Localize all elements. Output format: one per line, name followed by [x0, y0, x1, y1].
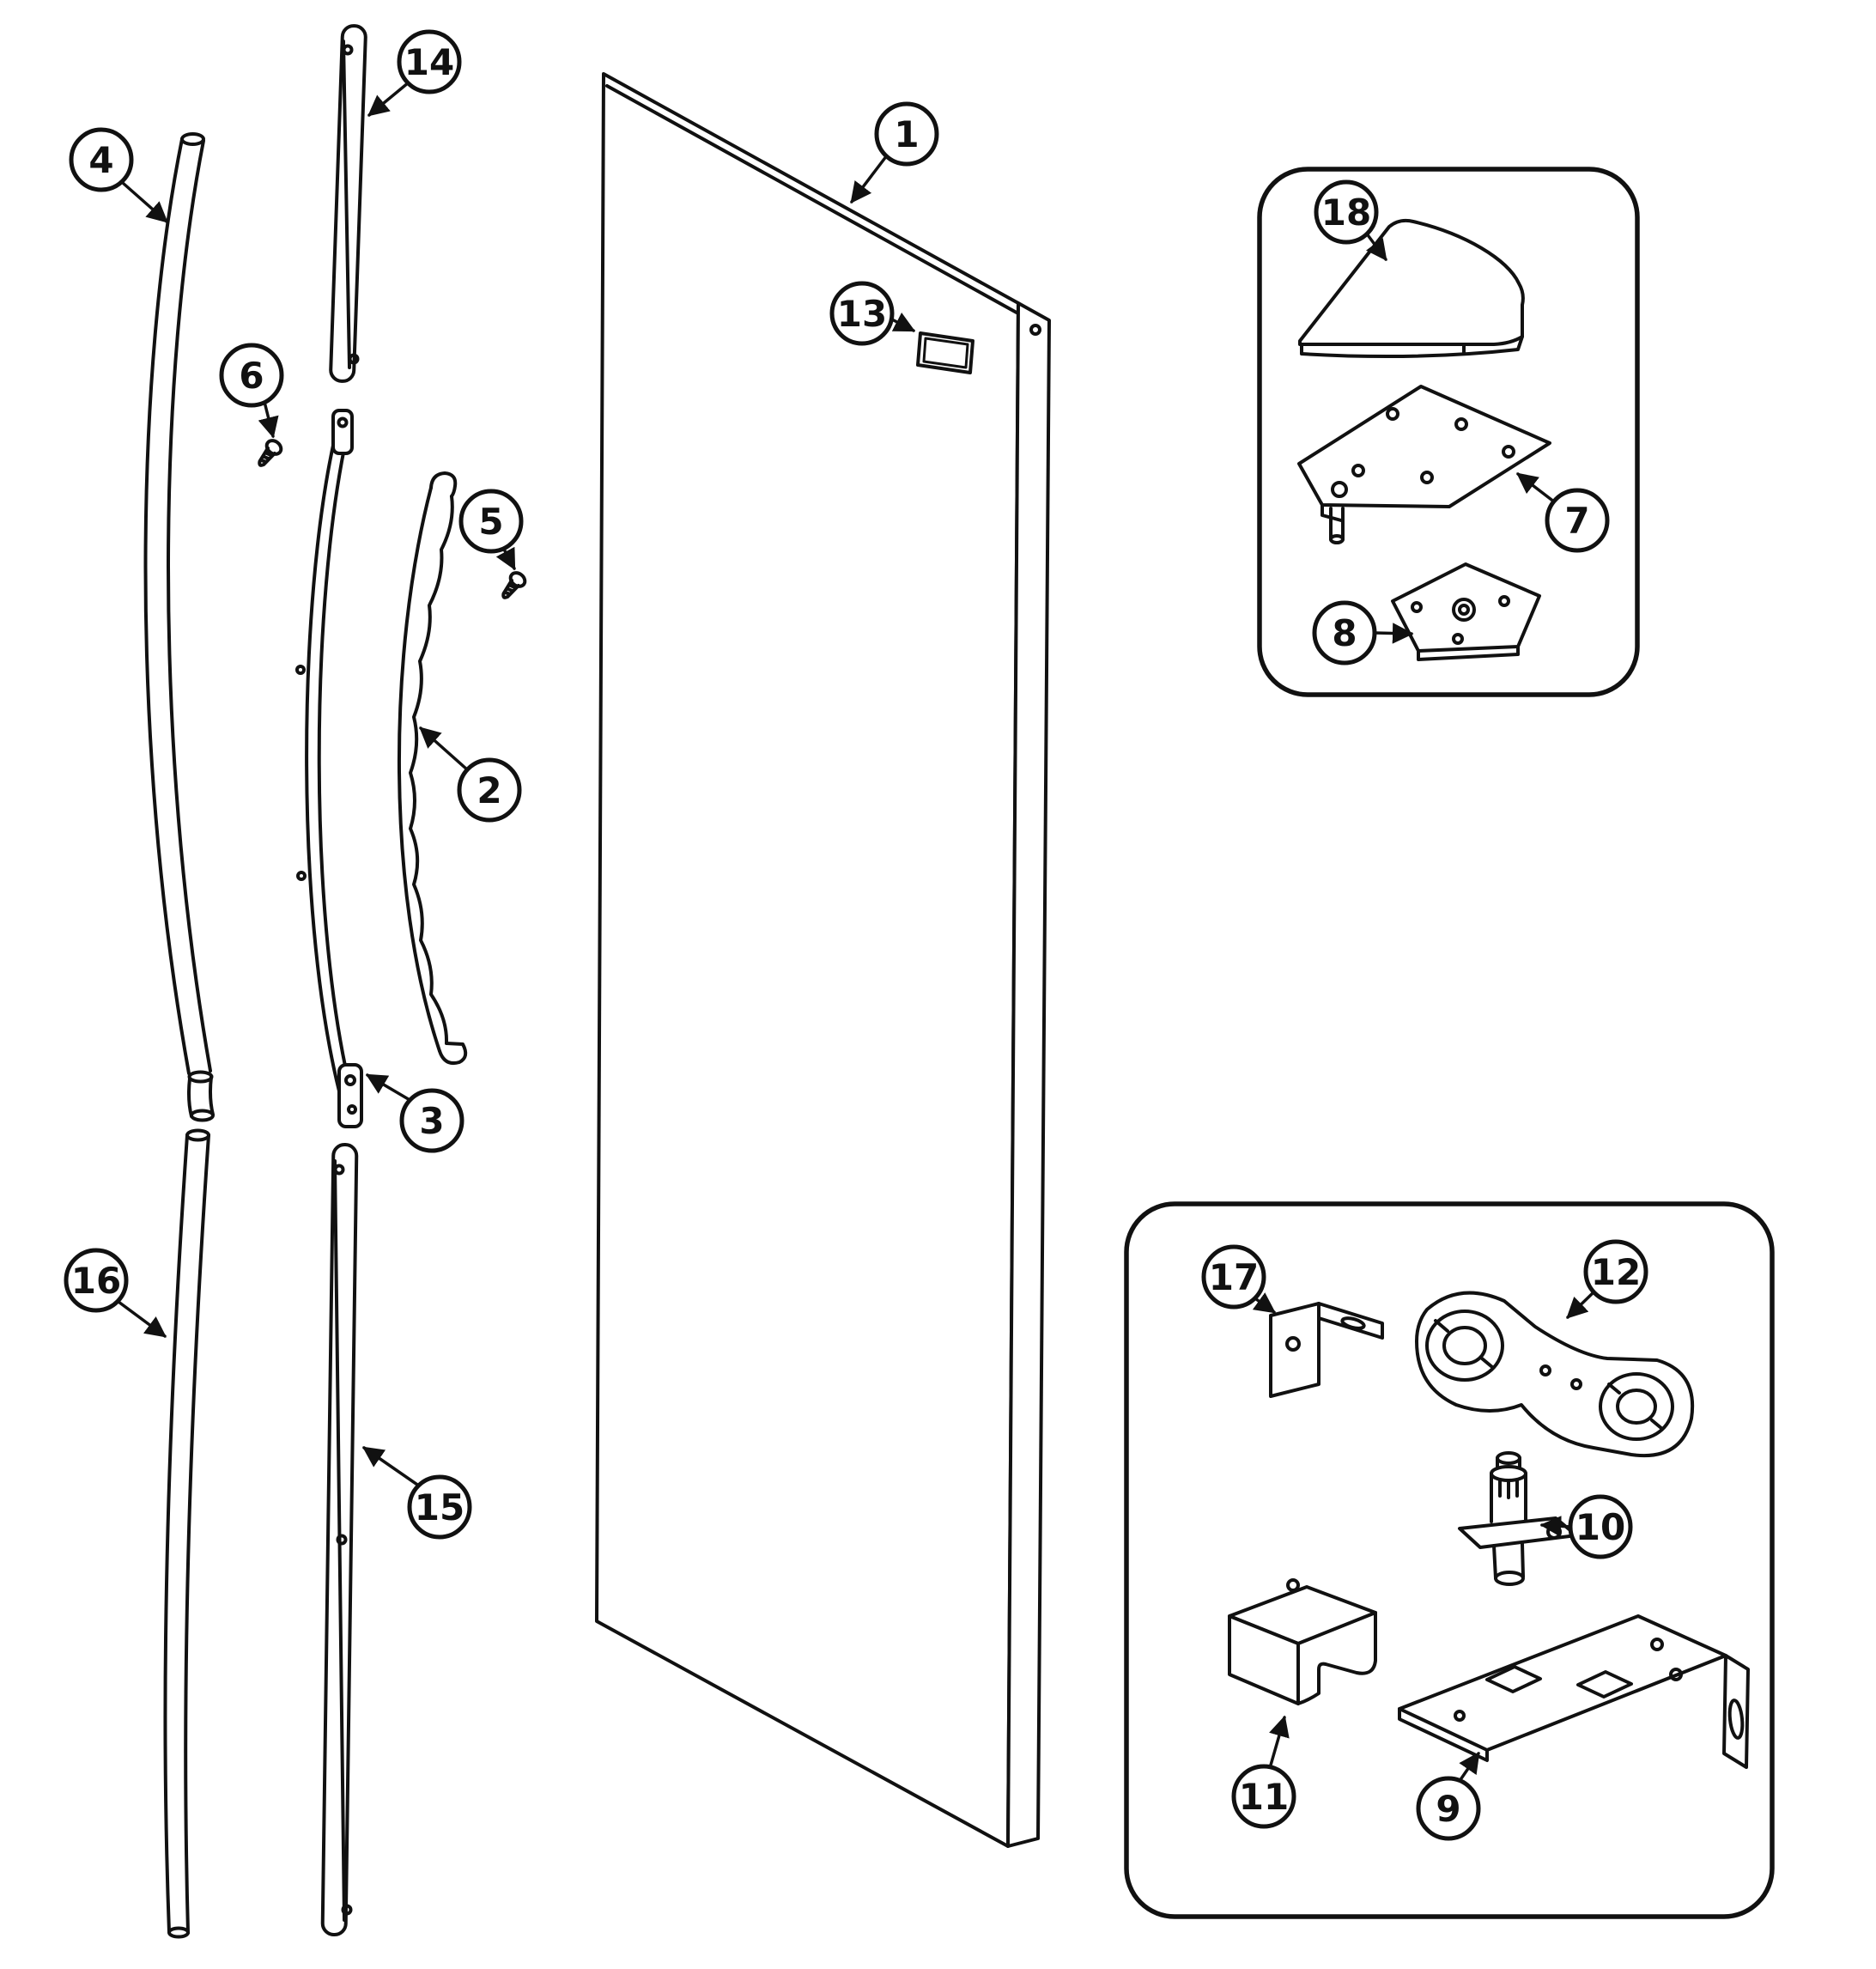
callout-15-circle [407, 1474, 472, 1540]
callout-12: 12 [1566, 1239, 1648, 1319]
part-4-upper-handle [143, 132, 215, 1122]
part-5-screw [495, 568, 530, 605]
callout-1-circle [874, 101, 939, 167]
callout-14-circle [397, 29, 462, 94]
callout-2-circle [457, 757, 522, 823]
part-6-screw [252, 435, 286, 472]
callout-3-number: 3 [419, 1100, 444, 1142]
part-13-model-label [916, 331, 974, 374]
callout-1-number: 1 [894, 113, 919, 155]
callout-7: 7 [1516, 472, 1610, 553]
callout-10-circle [1568, 1494, 1633, 1559]
callout-13-number: 13 [837, 293, 887, 335]
callout-16-circle [64, 1248, 129, 1313]
callout-17-circle [1201, 1244, 1266, 1310]
callout-6: 6 [219, 343, 284, 439]
callout-8: 8 [1312, 600, 1414, 665]
callout-11-number: 11 [1239, 1776, 1289, 1818]
callout-6-circle [219, 343, 284, 408]
callout-14: 14 [367, 29, 462, 117]
callout-6-number: 6 [239, 355, 264, 397]
callout-7-number: 7 [1564, 500, 1589, 542]
part-14-top-trim-strip [329, 24, 367, 383]
part-17-bracket [1269, 1302, 1384, 1398]
callout-3: 3 [365, 1073, 464, 1153]
callout-4-number: 4 [88, 139, 113, 181]
callout-4: 4 [69, 127, 168, 223]
part-8-shim-plate [1391, 562, 1541, 661]
callout-18-number: 18 [1321, 191, 1371, 234]
callout-5-number: 5 [478, 501, 503, 543]
callout-16-number: 16 [71, 1260, 121, 1302]
callout-13: 13 [829, 281, 916, 346]
callout-9: 9 [1416, 1751, 1481, 1841]
callout-11: 11 [1231, 1715, 1296, 1829]
callout-4-circle [69, 127, 134, 192]
part-7-hinge-plate [1297, 385, 1551, 544]
callout-5: 5 [458, 489, 524, 571]
part-9-mounting-plate [1398, 1614, 1750, 1769]
callout-18-circle [1314, 179, 1379, 245]
part-2-curved-trim-insert [398, 471, 468, 1066]
callout-12-number: 12 [1591, 1251, 1641, 1293]
callout-15: 15 [361, 1446, 472, 1540]
callout-11-circle [1231, 1764, 1296, 1829]
part-11-end-cap [1228, 1578, 1377, 1705]
callout-1: 1 [850, 101, 939, 204]
callout-5-circle [458, 489, 524, 554]
callout-2-number: 2 [477, 769, 501, 811]
callout-8-number: 8 [1332, 612, 1357, 654]
part-12-hinge-cam [1415, 1291, 1695, 1457]
callout-7-circle [1545, 488, 1610, 553]
callout-8-circle [1312, 600, 1377, 665]
callout-12-circle [1583, 1239, 1648, 1304]
callout-9-number: 9 [1436, 1788, 1460, 1830]
callout-13-circle [829, 281, 895, 346]
part-1-door-panel [595, 72, 1051, 1848]
callout-3-circle [399, 1088, 464, 1153]
callout-10: 10 [1539, 1494, 1633, 1559]
callout-9-circle [1416, 1776, 1481, 1841]
part-18-hinge-cover [1298, 218, 1525, 359]
callout-2: 2 [419, 726, 522, 823]
callout-14-number: 14 [404, 41, 454, 83]
detail-box-top-hinge [1257, 167, 1640, 697]
callout-18: 18 [1314, 179, 1387, 261]
part-16-lower-handle-rod [163, 1128, 210, 1939]
callout-15-number: 15 [415, 1486, 464, 1528]
callout-17: 17 [1201, 1244, 1276, 1314]
callout-17-number: 17 [1209, 1256, 1259, 1298]
callout-16: 16 [64, 1248, 167, 1338]
part-3-curved-trim [295, 409, 363, 1128]
part-15-side-trim-strip [320, 1143, 359, 1936]
callout-10-number: 10 [1575, 1506, 1625, 1548]
